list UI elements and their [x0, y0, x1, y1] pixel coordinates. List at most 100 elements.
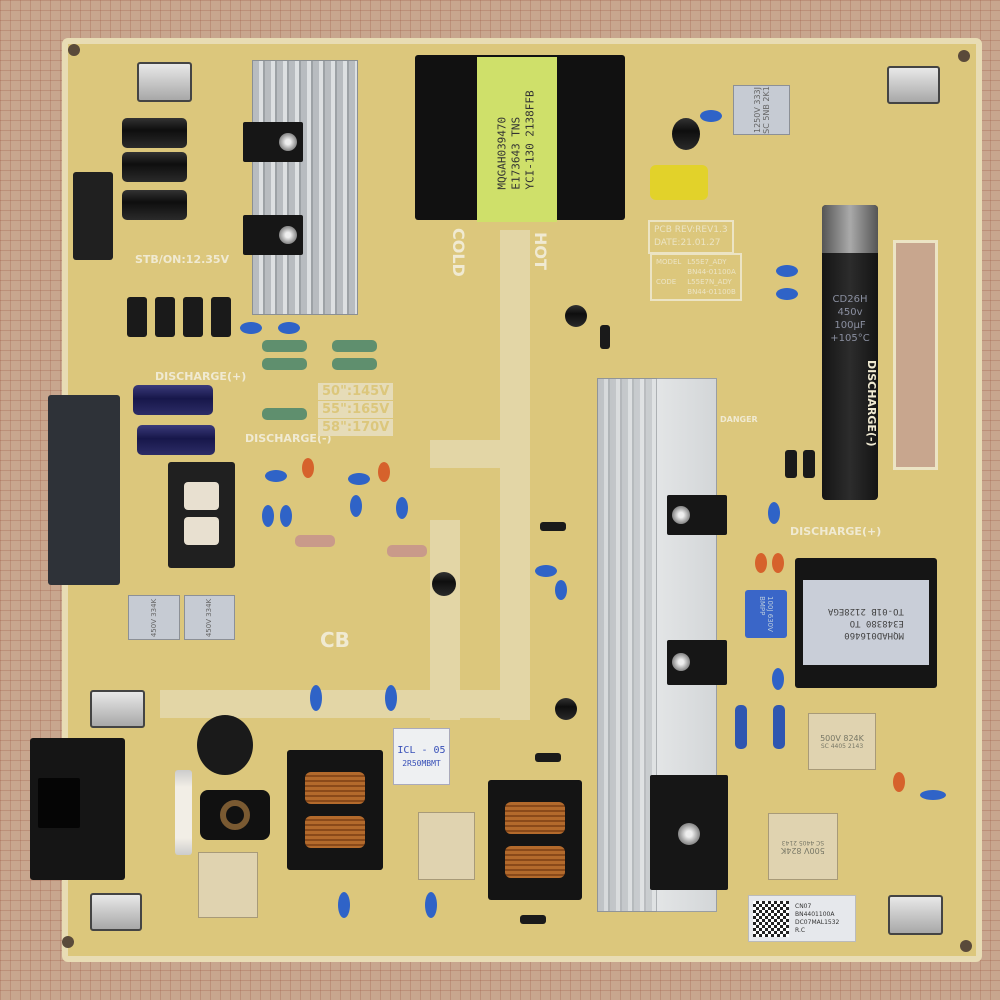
- resistor: [332, 358, 377, 370]
- toroid-inductor: [200, 790, 270, 840]
- heatsink-left: [252, 60, 358, 315]
- capacitor-label: 1250V 333J: [752, 87, 762, 134]
- connector-small: [73, 172, 113, 260]
- pcb-rev: PCB REV:REV1.3: [654, 225, 728, 235]
- stb-on-label: STB/ON:12.35V: [135, 253, 230, 266]
- transformer-line: E173643 TNS: [510, 116, 523, 190]
- ceramic-capacitor: [920, 790, 946, 800]
- transistor: [243, 122, 303, 162]
- y-capacitor: [385, 685, 397, 711]
- resistor: [773, 705, 785, 749]
- y-capacitor: [425, 892, 437, 918]
- transistor: [667, 495, 727, 535]
- transformer-line: TO-01B 2128EGA: [828, 605, 904, 616]
- secondary-transformer: MQHAD016460 E348380 TO TO-01B 2128EGA: [795, 558, 937, 688]
- ceramic-capacitor: [240, 322, 262, 334]
- transformer-line: E348380 TO: [849, 617, 904, 628]
- capacitor-label: BMPP: [758, 596, 766, 616]
- heatsink-fins: [597, 378, 657, 912]
- mounting-clip: [90, 893, 142, 931]
- capacitor-label: 450V 334K: [205, 598, 214, 637]
- diode: [520, 915, 546, 924]
- pcb-revision-box: PCB REV:REV1.3 DATE:21.01.27: [648, 220, 734, 254]
- diode: [155, 297, 175, 337]
- electrolytic-capacitor-blue: [133, 385, 213, 415]
- ceramic-capacitor: [700, 110, 722, 122]
- mounting-clip: [887, 66, 940, 104]
- electrolytic-capacitor: [122, 118, 187, 148]
- resistor: [387, 545, 427, 557]
- mounting-hole: [958, 50, 970, 62]
- hot-label: HOT: [531, 232, 550, 270]
- transistor: [667, 640, 727, 685]
- capacitor-label: 100J 630V: [766, 596, 774, 632]
- capacitor-label: SC 4405 2143: [781, 838, 825, 846]
- electrolytic-capacitor: [122, 152, 187, 182]
- ceramic-capacitor-orange: [755, 553, 767, 573]
- ceramic-capacitor: [776, 288, 798, 300]
- diode: [183, 297, 203, 337]
- qr-code-icon: [753, 900, 789, 937]
- ceramic-capacitor: [768, 502, 780, 524]
- mounting-clip: [90, 690, 145, 728]
- cold-label: COLD: [449, 228, 468, 277]
- connector-main: [48, 395, 120, 585]
- electrolytic-capacitor-small: [672, 118, 700, 150]
- diode: [803, 450, 815, 478]
- discharge-minus-right-label: DISCHARGE(-): [865, 360, 878, 447]
- model-2: L55E7N_ADY: [687, 278, 732, 286]
- code-label: CODE: [656, 278, 677, 286]
- mounting-hole: [62, 936, 74, 948]
- model-1: L55E7_ADY: [687, 258, 727, 266]
- label-line: R.C: [795, 926, 806, 934]
- buzzer-varistor: [197, 715, 253, 775]
- capacitor-label: 500V 824K: [820, 733, 864, 743]
- film-capacitor: [418, 812, 475, 880]
- pcb-date: DATE:21.01.27: [654, 238, 721, 248]
- icl-line: 2R50MBMT: [402, 758, 441, 768]
- transformer-line: MQGAH039470: [496, 116, 509, 190]
- resistor: [262, 358, 307, 370]
- capacitor-label: 450V 334K: [149, 598, 158, 637]
- transformer-line: MQHAD016460: [844, 629, 904, 640]
- diode: [785, 450, 797, 478]
- icl-line: ICL - 05: [397, 744, 446, 756]
- ceramic-capacitor-orange: [893, 772, 905, 792]
- film-capacitor: 450V 334K: [128, 595, 180, 640]
- ceramic-capacitor-orange: [772, 553, 784, 573]
- electrolytic-capacitor: [122, 190, 187, 220]
- capacitor-label: SC 4405 2143: [820, 742, 864, 750]
- capacitor-label: CD26H: [832, 294, 868, 305]
- mounting-hole: [960, 940, 972, 952]
- fuse: [175, 770, 192, 855]
- ceramic-capacitor: [772, 668, 784, 690]
- bulk-capacitor: CD26H 450v 100µF +105°C: [822, 205, 878, 500]
- voltage-50: 50":145V: [318, 383, 394, 400]
- resistor: [735, 705, 747, 749]
- ceramic-capacitor: [262, 505, 274, 527]
- ceramic-capacitor: [350, 495, 362, 517]
- resistor: [332, 340, 377, 352]
- y-capacitor: [338, 892, 350, 918]
- voltage-table: 50":145V 55":165V 58":170V: [318, 383, 394, 436]
- common-mode-choke: [488, 780, 582, 900]
- label-line: DC07MAL1532: [795, 918, 840, 926]
- label-line: BN4401100A: [795, 910, 835, 918]
- electrolytic-capacitor-small: [555, 698, 577, 720]
- code-2: BN44-01100B: [687, 288, 736, 296]
- danger-label: DANGER: [720, 415, 758, 424]
- isolation-slot-lower: [430, 520, 460, 720]
- film-capacitor: 450V 334K: [184, 595, 235, 640]
- bridge-rectifier: [650, 775, 728, 890]
- diode: [540, 522, 566, 531]
- discharge-minus-label: DISCHARGE(-): [245, 432, 332, 445]
- model-label: MODEL: [656, 258, 682, 266]
- ceramic-capacitor: [348, 473, 370, 485]
- electrolytic-capacitor-yellow: [650, 165, 708, 200]
- ceramic-capacitor: [776, 265, 798, 277]
- inrush-current-limiter: ICL - 05 2R50MBMT: [393, 728, 450, 785]
- qr-label: CN07 BN4401100A DC07MAL1532 R.C: [748, 895, 856, 942]
- mounting-clip: [137, 62, 192, 102]
